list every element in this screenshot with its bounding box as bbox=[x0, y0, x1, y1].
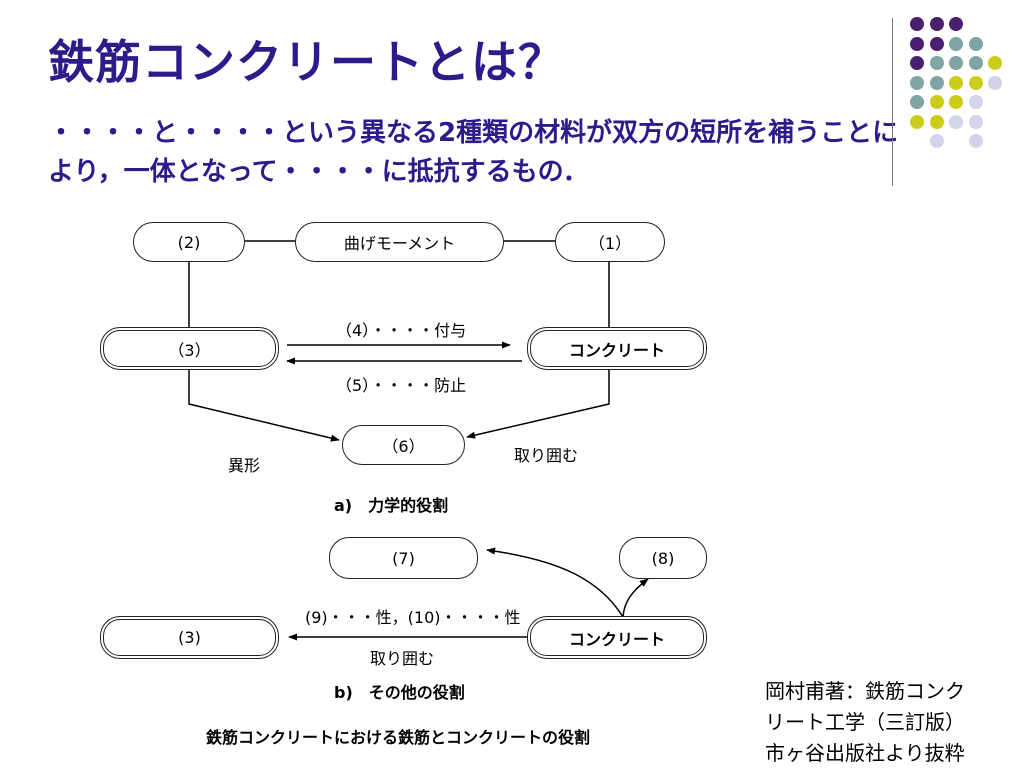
decor-dot bbox=[929, 17, 944, 31]
decor-dot bbox=[968, 56, 983, 70]
decor-dot bbox=[910, 75, 924, 90]
source-credit: 岡村甫著：鉄筋コンク リート工学（三訂版） 市ヶ谷出版社より抜粋 bbox=[765, 676, 965, 769]
decor-dot bbox=[910, 56, 924, 70]
slide-title: 鉄筋コンクリートとは？ bbox=[48, 35, 565, 89]
credit-line-2: リート工学（三訂版） bbox=[765, 710, 965, 734]
node-bending-moment: 曲げモーメント bbox=[295, 222, 504, 262]
node-2: (2) bbox=[133, 222, 245, 262]
label-surround: 取り囲む bbox=[514, 446, 579, 465]
label-arrow-9-10: (9)・・・性，(10)・・・・性 bbox=[305, 608, 521, 627]
decor-dot bbox=[929, 36, 944, 51]
decor-dot bbox=[929, 75, 944, 90]
node-3-rebar-b: (3) bbox=[100, 616, 279, 659]
decor-dot bbox=[949, 17, 963, 31]
decor-dot bbox=[988, 75, 1002, 90]
decor-dot bbox=[910, 36, 924, 51]
label-arrow-4: （4）・・・・付与 bbox=[336, 321, 467, 340]
arrow-concrete-to-7 bbox=[486, 547, 624, 618]
decor-dot bbox=[968, 114, 983, 129]
decor-dot bbox=[949, 36, 963, 51]
decor-dot bbox=[929, 134, 944, 148]
decor-dot bbox=[910, 17, 924, 31]
header-divider bbox=[892, 18, 893, 186]
label-arrow-5: （5）・・・・防止 bbox=[336, 376, 467, 395]
credit-line-3: 市ヶ谷出版社より抜粋 bbox=[765, 741, 965, 765]
arrow-concrete-to-6 bbox=[466, 369, 610, 439]
figure-caption: 鉄筋コンクリートにおける鉄筋とコンクリートの役割 bbox=[206, 728, 591, 747]
node-concrete: コンクリート bbox=[527, 327, 707, 370]
node-7: (7) bbox=[329, 537, 478, 579]
label-surround-b: 取り囲む bbox=[370, 649, 435, 668]
decor-dot bbox=[929, 95, 944, 109]
decor-dot bbox=[949, 114, 963, 129]
arrow-3-to-6 bbox=[188, 369, 340, 442]
node-8: (8) bbox=[619, 537, 707, 579]
label-deformed: 異形 bbox=[228, 456, 261, 475]
slide-subtitle: ・・・・と・・・・という異なる2種類の材料が双方の短所を補うことにより，一体とな… bbox=[48, 118, 899, 187]
caption-b: b) その他の役割 bbox=[334, 683, 465, 702]
decor-dot bbox=[949, 56, 963, 70]
decor-dot bbox=[968, 95, 983, 109]
decor-dot bbox=[968, 134, 983, 148]
decor-dot bbox=[988, 56, 1002, 70]
decor-dot bbox=[949, 95, 963, 109]
decor-dot bbox=[929, 56, 944, 70]
node-3-rebar: （3） bbox=[100, 327, 279, 370]
node-1: （1） bbox=[555, 222, 665, 262]
decor-dot bbox=[929, 114, 944, 129]
decor-dot bbox=[910, 95, 924, 109]
decor-dot bbox=[910, 114, 924, 129]
decor-dot bbox=[968, 75, 983, 90]
credit-line-1: 岡村甫著：鉄筋コンク bbox=[765, 679, 965, 703]
node-6: （6） bbox=[342, 425, 465, 465]
decor-dot bbox=[968, 36, 983, 51]
node-concrete-b: コンクリート bbox=[527, 616, 707, 659]
arrow-concrete-to-8 bbox=[622, 578, 649, 618]
decor-dot bbox=[949, 75, 963, 90]
caption-a: a) 力学的役割 bbox=[334, 496, 449, 515]
